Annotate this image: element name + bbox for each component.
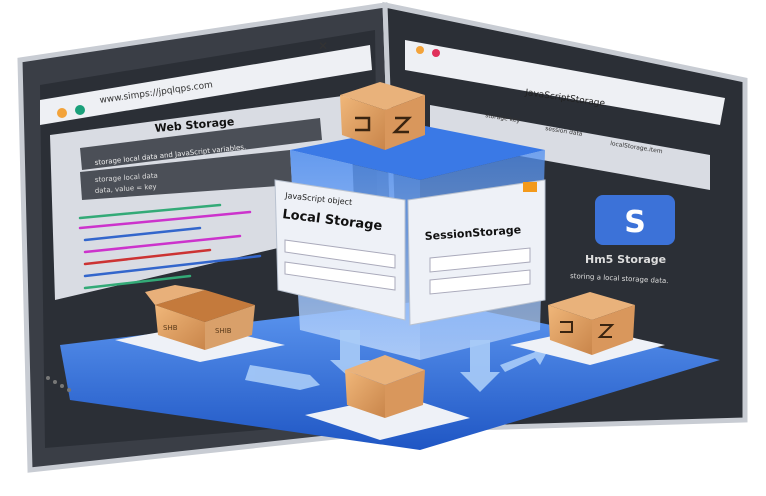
right-address-bar[interactable] <box>405 40 725 125</box>
html5-storage-badge <box>595 195 675 245</box>
open-box-icon: SHB SHIB <box>145 285 255 350</box>
session-storage-card[interactable]: SessionStorage <box>407 179 546 326</box>
box-label: SHIB <box>215 327 232 335</box>
window-dot-orange <box>57 108 67 118</box>
code-block <box>78 203 262 290</box>
window-dot-green <box>75 105 85 115</box>
close-icon[interactable]: ✕ <box>318 39 328 53</box>
top-box-icon <box>340 82 425 150</box>
bottom-platform <box>305 395 470 440</box>
window-dot-red <box>432 49 440 57</box>
bottom-box-icon <box>345 355 425 418</box>
box-label: SHB <box>163 324 178 332</box>
badge-letter: S <box>624 205 646 240</box>
window-dot-orange <box>416 46 424 54</box>
local-storage-card[interactable]: JavaScript object Local Storage <box>274 179 406 321</box>
card-tag-icon <box>523 182 537 192</box>
bezel-ports <box>46 376 71 392</box>
address-bar[interactable] <box>40 45 372 125</box>
html5-title: Hm5 Storage <box>585 253 666 266</box>
right-box-icon <box>548 292 635 355</box>
